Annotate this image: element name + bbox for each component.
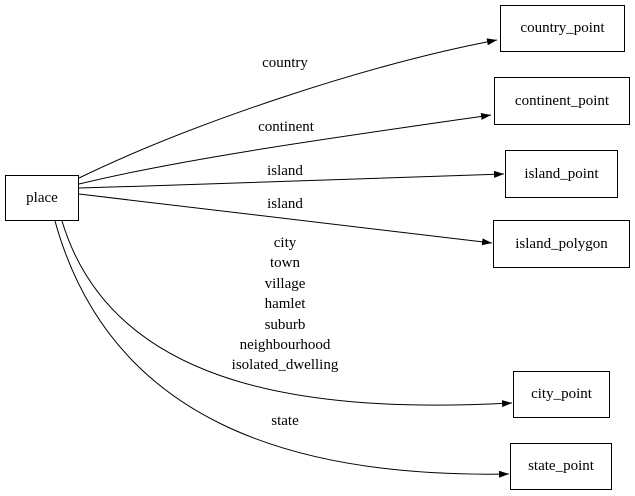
edge-label-city-types: city town village hamlet suburb neighbou… [231, 235, 339, 374]
edge-place-island-polygon [78, 193, 493, 246]
edge-label-continent: continent [258, 119, 314, 135]
node-island-point: island_point [505, 150, 618, 198]
edge-label-island-polygon: island [267, 196, 303, 212]
edge-label-country: country [262, 55, 308, 71]
edge-label-state: state [271, 413, 299, 429]
node-place: place [5, 175, 79, 221]
node-continent-point-label: continent_point [514, 92, 610, 109]
edge-place-city-point [61, 220, 513, 408]
node-city-point-label: city_point [531, 386, 592, 402]
node-country-point-label: country_point [520, 20, 605, 36]
node-country-point: country_point [500, 5, 625, 52]
node-place-label: place [26, 189, 58, 206]
edge-place-country-point [78, 38, 498, 179]
edge-place-state-point [54, 220, 510, 478]
node-state-point: state_point [510, 443, 612, 490]
node-continent-point: continent_point [494, 77, 630, 125]
node-state-point-label: state_point [528, 458, 594, 474]
edge-place-island-point [78, 170, 505, 189]
node-island-polygon: island_polygon [493, 220, 630, 268]
node-island-polygon-label: island_polygon [515, 235, 608, 252]
edge-label-island-point: island [267, 163, 303, 179]
edge-place-continent-point [78, 112, 492, 185]
node-city-point: city_point [513, 371, 610, 418]
node-island-point-label: island_point [524, 165, 599, 182]
